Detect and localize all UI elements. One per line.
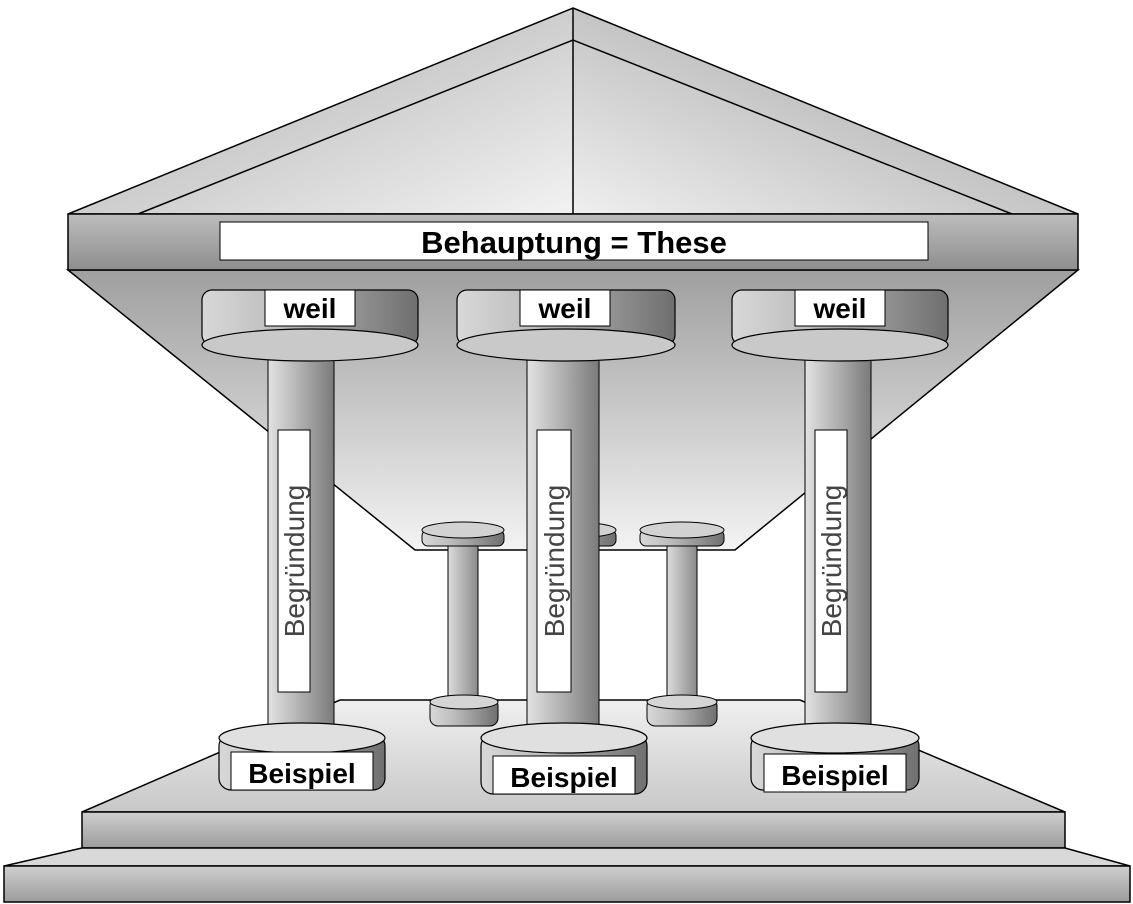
pillar-shaft-label: Begründung (279, 485, 310, 638)
background-pillar-right (639, 521, 725, 727)
pillar-capital-label: weil (283, 293, 337, 324)
pillar-capital-label: weil (538, 293, 592, 324)
pillar-left: Begründung weil Beispiel (201, 289, 419, 791)
pillar-capital-rim (456, 328, 676, 362)
temple-step-slope (3, 847, 1131, 867)
pillar-base-label: Beispiel (248, 758, 355, 789)
roof-label-box (219, 221, 929, 261)
pillar-capital-label-box (264, 289, 356, 327)
pillar-capital-rim (731, 328, 949, 362)
temple-step-lower (3, 865, 1131, 903)
pillar-capital-rim (201, 328, 419, 362)
pillar-base-label-box (763, 753, 907, 793)
pillar-base-label: Beispiel (781, 760, 888, 791)
pillar-shaft-label: Begründung (539, 485, 570, 638)
pillar-right: Begründung weil Beispiel (731, 289, 949, 793)
pillar-base-label-box (492, 755, 636, 795)
roof-label: Behauptung = These (421, 225, 727, 260)
pillar-base-rim (750, 722, 920, 754)
pillar-shaft-label: Begründung (816, 485, 847, 638)
pillar-base-label-box (230, 751, 374, 791)
pillar-shaft-label-box (277, 429, 311, 693)
pillar-shaft-label-box (814, 429, 848, 693)
pillar-center: Begründung weil Beispiel (456, 289, 676, 795)
pillar-base-rim (480, 722, 648, 754)
pillar-shaft-label-box (536, 429, 572, 693)
temple-step-upper (81, 811, 1066, 849)
pillar-base-rim (218, 722, 386, 754)
pillar-capital-label-box (794, 289, 886, 327)
pillar-capital-label: weil (813, 293, 867, 324)
pillar-capital-label-box (519, 289, 611, 327)
background-pillar-left (421, 521, 505, 727)
pillar-base-label: Beispiel (510, 762, 617, 793)
